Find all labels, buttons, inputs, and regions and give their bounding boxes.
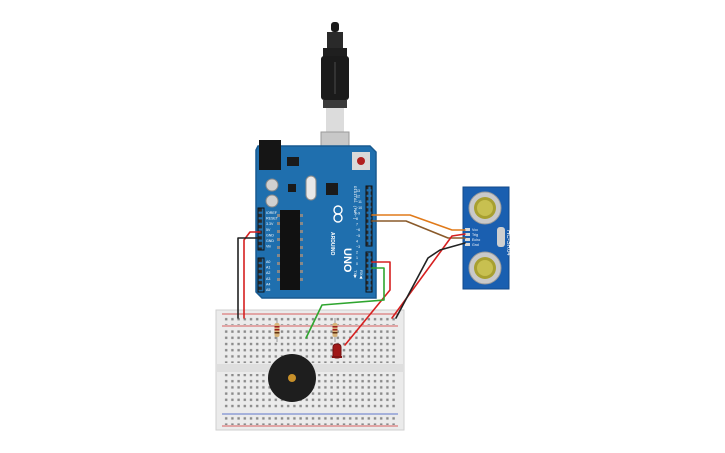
digital-pin-label: 1 xyxy=(356,256,358,260)
digital-pin-label: ~5 xyxy=(356,234,360,238)
power-pin-label: IOREF xyxy=(266,211,278,215)
wire-red-arduino[interactable] xyxy=(344,261,391,346)
power-pin-label: GND xyxy=(266,239,274,243)
power-rail-holes xyxy=(222,415,398,425)
power-pin-label: Vin xyxy=(266,245,271,249)
wire-red-5v[interactable] xyxy=(243,231,261,319)
sensor-crystal xyxy=(497,227,505,247)
digital-pin-label: ~6 xyxy=(356,228,360,232)
digital-pin-label: 7 xyxy=(356,223,358,227)
wire-green[interactable] xyxy=(305,267,385,339)
digital-pin-label: 4 xyxy=(356,239,358,243)
arduino-model-label: UNO xyxy=(341,248,353,273)
analog-pin-label: A1 xyxy=(266,266,270,270)
capacitor-icon xyxy=(265,194,279,208)
digital-label: DIGITAL (PWM~) xyxy=(352,186,357,220)
wire-red-sensor[interactable] xyxy=(391,233,466,319)
resistor-2[interactable] xyxy=(332,318,338,342)
power-rail-holes xyxy=(222,315,398,325)
analog-pin-label: A5 xyxy=(266,288,270,292)
arduino-brand-label: ARDUINO xyxy=(329,232,335,255)
power-pin-label: RESET xyxy=(266,217,279,221)
digital-pin-label: 12 xyxy=(356,195,360,199)
sensor-pin-label: Trig xyxy=(472,233,478,237)
digital-pin-labels: 13 12~11 ~10~9 8 7~6 ~54 ~3 21 0 xyxy=(356,189,362,266)
capacitor-icon xyxy=(265,178,279,192)
digital-pin-label: ~11 xyxy=(356,200,362,204)
wire-brown[interactable] xyxy=(371,220,466,239)
wire-black-gnd[interactable] xyxy=(237,237,261,319)
crystal-icon xyxy=(305,175,317,201)
sensor-model-label: HC-SR04 xyxy=(505,230,511,256)
digital-header-high xyxy=(365,185,373,247)
power-jack xyxy=(259,140,281,170)
power-pin-label: GND xyxy=(266,233,274,237)
sensor-pin-label: Vcc xyxy=(472,228,478,232)
analog-pin-label: A0 xyxy=(266,260,270,264)
digital-pin-label: ~10 xyxy=(356,206,362,210)
piezo-buzzer[interactable] xyxy=(268,354,316,402)
power-pin-label: 5V xyxy=(266,228,271,232)
digital-pin-label: 2 xyxy=(356,251,358,255)
wire-black-sensor[interactable] xyxy=(395,242,466,319)
digital-pin-label: ~3 xyxy=(356,245,360,249)
wire-orange[interactable] xyxy=(371,214,466,231)
power-header xyxy=(257,207,265,251)
power-pin-label: 3.3V xyxy=(266,222,274,226)
led-red[interactable] xyxy=(332,343,342,359)
analog-header xyxy=(257,257,265,293)
infinity-logo-icon xyxy=(333,205,343,223)
digital-pin-label: 0 xyxy=(356,262,358,266)
digital-pin-label: 8 xyxy=(356,217,358,221)
analog-pin-label: A2 xyxy=(266,271,270,275)
digital-pin-label: ~9 xyxy=(356,211,360,215)
wires xyxy=(237,214,466,346)
analog-pin-label: A3 xyxy=(266,277,270,281)
digital-header-low xyxy=(365,251,373,293)
sensor-pin-label: Echo xyxy=(472,238,480,242)
arduino-uno-board[interactable]: UNO ARDUINO DIGITAL (PWM~) TX▶ RX◀ IOREF… xyxy=(255,140,377,299)
sensor-pin-label: Gnd xyxy=(472,243,479,247)
terminal-holes-top xyxy=(222,329,398,363)
tx-label: TX▶ xyxy=(353,270,358,279)
microcontroller-chip xyxy=(280,210,300,290)
rx-label: RX◀ xyxy=(359,270,364,280)
analog-pin-label: A4 xyxy=(266,282,270,286)
digital-pin-label: 13 xyxy=(356,189,360,193)
resistor-1[interactable] xyxy=(274,318,280,342)
